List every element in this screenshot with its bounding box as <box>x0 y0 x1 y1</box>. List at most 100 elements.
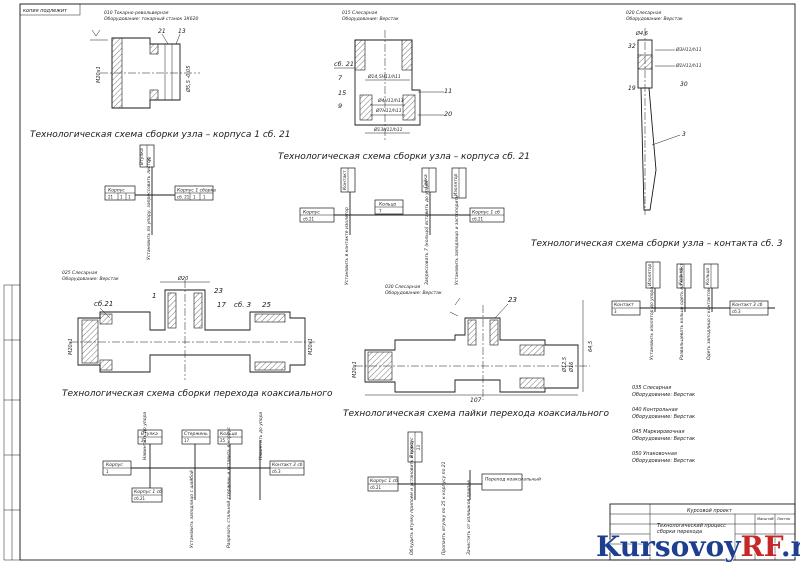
doc-title-2: сборки перехода <box>657 529 702 535</box>
svg-text:Облудить втулку припоем и уста: Облудить втулку припоем и установить в к… <box>409 437 415 555</box>
svg-text:Развальцевать кольцо одеть на: Развальцевать кольцо одеть на контакт <box>679 263 685 360</box>
svg-text:11: 11 <box>444 87 452 95</box>
tree-box-bushing: Втулка 23 <box>407 431 423 463</box>
svg-text:Листов: Листов <box>776 517 790 521</box>
svg-text:3: 3 <box>682 131 686 138</box>
tree-box-ring-a: Кольцо <box>676 263 692 289</box>
svg-text:сб.21: сб.21 <box>370 485 381 490</box>
svg-text:М20х1: М20х1 <box>68 338 74 355</box>
corner-box <box>19 3 81 16</box>
tree-box-contact: Контакт <box>340 167 356 193</box>
svg-text:30: 30 <box>680 81 688 88</box>
svg-text:Одеть заподлицо с контактом: Одеть заподлицо с контактом <box>706 287 712 360</box>
svg-text:050 Упаковочная: 050 Упаковочная <box>632 451 677 457</box>
coax-body-outline <box>77 289 306 373</box>
svg-text:Ø4Н11/h11: Ø4Н11/h11 <box>377 97 404 104</box>
svg-text:сб.21: сб.21 <box>472 217 483 222</box>
svg-text:Корпус: Корпус <box>106 462 123 468</box>
svg-text:020 Слесарная: 020 Слесарная <box>626 10 662 16</box>
tree-box-result: Контакт 3 сб сб.3 <box>269 460 305 476</box>
scheme-title: Технологическая схема сборки узла – корп… <box>30 130 291 140</box>
svg-text:сб.21: сб.21 <box>303 217 314 222</box>
svg-text:17: 17 <box>217 301 226 309</box>
svg-text:Корпус 1 сб: Корпус 1 сб <box>370 478 398 484</box>
svg-text:Контакт 3 сб: Контакт 3 сб <box>272 462 303 468</box>
tree-box-insulator: Изолятор <box>451 167 467 199</box>
svg-text:1: 1 <box>193 195 196 200</box>
svg-text:9: 9 <box>338 102 342 110</box>
tree-box-housing: Корпус 1 <box>102 460 132 476</box>
svg-text:Контакт: Контакт <box>342 170 348 190</box>
svg-text:64,5: 64,5 <box>588 341 594 352</box>
svg-text:15: 15 <box>338 89 346 97</box>
scheme-title: Технологическая схема пайки перехода коа… <box>343 409 609 419</box>
tree-box-housing: Корпус сб.21 <box>299 207 335 223</box>
svg-text:Ø16: Ø16 <box>568 362 575 373</box>
tree-box-insulator: Изолятор <box>645 261 661 289</box>
callout-21: 21 <box>158 28 166 35</box>
svg-text:1: 1 <box>152 292 156 300</box>
svg-text:17: 17 <box>184 438 190 443</box>
dim-thread: М20х1 <box>96 66 102 83</box>
svg-text:Корпус 1 сб: Корпус 1 сб <box>472 210 500 216</box>
svg-text:21: 21 <box>108 195 114 200</box>
svg-text:Ø20: Ø20 <box>177 275 188 282</box>
svg-text:М20х1: М20х1 <box>352 361 358 378</box>
svg-text:М20х1: М20х1 <box>308 338 314 355</box>
tree-box-result: Контакт 3 сб сб.3 <box>729 300 769 316</box>
operations-list: 035 Слесарная Оборудование: Верстак 040 … <box>632 385 695 464</box>
tree-box-result: Переход коаксиальный <box>481 473 541 491</box>
sheet-border <box>19 3 796 561</box>
gauge-mark <box>91 29 101 37</box>
svg-text:Втулка: Втулка <box>139 148 145 165</box>
svg-text:Ø4,6: Ø4,6 <box>635 30 648 37</box>
watermark-text: KursovoyRF.ru <box>596 530 800 563</box>
scheme-title: Технологическая схема сборки узла – конт… <box>531 239 783 249</box>
op-note-2: Оборудование: токарный станок 1К620 <box>104 16 198 22</box>
svg-text:Ø3Н11/h11: Ø3Н11/h11 <box>675 46 702 53</box>
svg-text:Ø12,5: Ø12,5 <box>561 357 568 373</box>
svg-text:Навинтить до упора: Навинтить до упора <box>142 412 148 460</box>
tree-box-ring: Кольцо 25 <box>217 429 243 445</box>
corner-text: копия подлежит <box>23 8 68 14</box>
svg-text:19: 19 <box>628 85 636 92</box>
doc-title-1: Технологический процесс <box>657 523 726 529</box>
svg-text:13: 13 <box>147 156 152 162</box>
svg-text:015 Слесарная: 015 Слесарная <box>342 10 378 16</box>
svg-text:3: 3 <box>614 309 617 314</box>
svg-text:Масштаб: Масштаб <box>757 517 774 521</box>
tree-box-ring: Кольцо 7 <box>374 199 404 215</box>
scheme-coax-soldering: 030 Слесарная Оборудование: Верстак 107 … <box>343 284 609 555</box>
svg-text:Разрезать стальной стержень и: Разрезать стальной стержень и вставить в… <box>226 427 232 548</box>
svg-text:Ø14,5Н11/h11: Ø14,5Н11/h11 <box>367 73 401 80</box>
project-name: Курсовой проект <box>687 508 733 514</box>
tree-box-top: Втулка 13 <box>139 144 155 168</box>
svg-text:107: 107 <box>470 397 482 404</box>
svg-text:Запрессовать 7 (кольцо) встави: Запрессовать 7 (кольцо) вставить до упор… <box>424 181 430 285</box>
tree-box-result: Корпус 1 сб сб.21 <box>469 207 505 223</box>
scheme-housing-1: 010 Токарно-револьверная Оборудование: т… <box>30 10 291 260</box>
svg-text:23: 23 <box>508 296 517 304</box>
op-note-1: 010 Токарно-револьверная <box>104 10 169 16</box>
svg-text:сб. 21: сб. 21 <box>177 195 190 200</box>
svg-text:сб.3: сб.3 <box>732 309 741 314</box>
svg-text:Оборудование: Верстак: Оборудование: Верстак <box>385 290 442 296</box>
svg-text:030 Слесарная: 030 Слесарная <box>385 284 421 290</box>
tree-box-right: Корпус 1 сборка сб. 21 1 1 <box>174 185 216 201</box>
tree-box-rod: Стержень 17 <box>181 429 211 445</box>
svg-text:045 Маркировочная: 045 Маркировочная <box>632 429 685 435</box>
title-block: Курсовой проект Технологический процесс … <box>609 503 796 561</box>
svg-text:Оборудование: Верстак: Оборудование: Верстак <box>632 414 695 420</box>
svg-text:сб.3: сб.3 <box>272 469 281 474</box>
tree-box-bushing: Втулка 23 <box>137 429 163 445</box>
svg-text:Изолятор: Изолятор <box>647 264 653 286</box>
svg-text:32: 32 <box>628 43 636 50</box>
svg-text:Изолятор: Изолятор <box>453 174 459 196</box>
svg-text:Оборудование: Верстак: Оборудование: Верстак <box>342 16 399 22</box>
svg-text:сб.21: сб.21 <box>134 496 145 501</box>
svg-text:23: 23 <box>141 438 147 443</box>
svg-text:Втулка: Втулка <box>141 431 158 437</box>
svg-text:1: 1 <box>120 195 123 200</box>
svg-text:Установить в контакте изолятор: Установить в контакте изолятор <box>344 207 350 285</box>
svg-text:Корпус: Корпус <box>303 210 320 216</box>
